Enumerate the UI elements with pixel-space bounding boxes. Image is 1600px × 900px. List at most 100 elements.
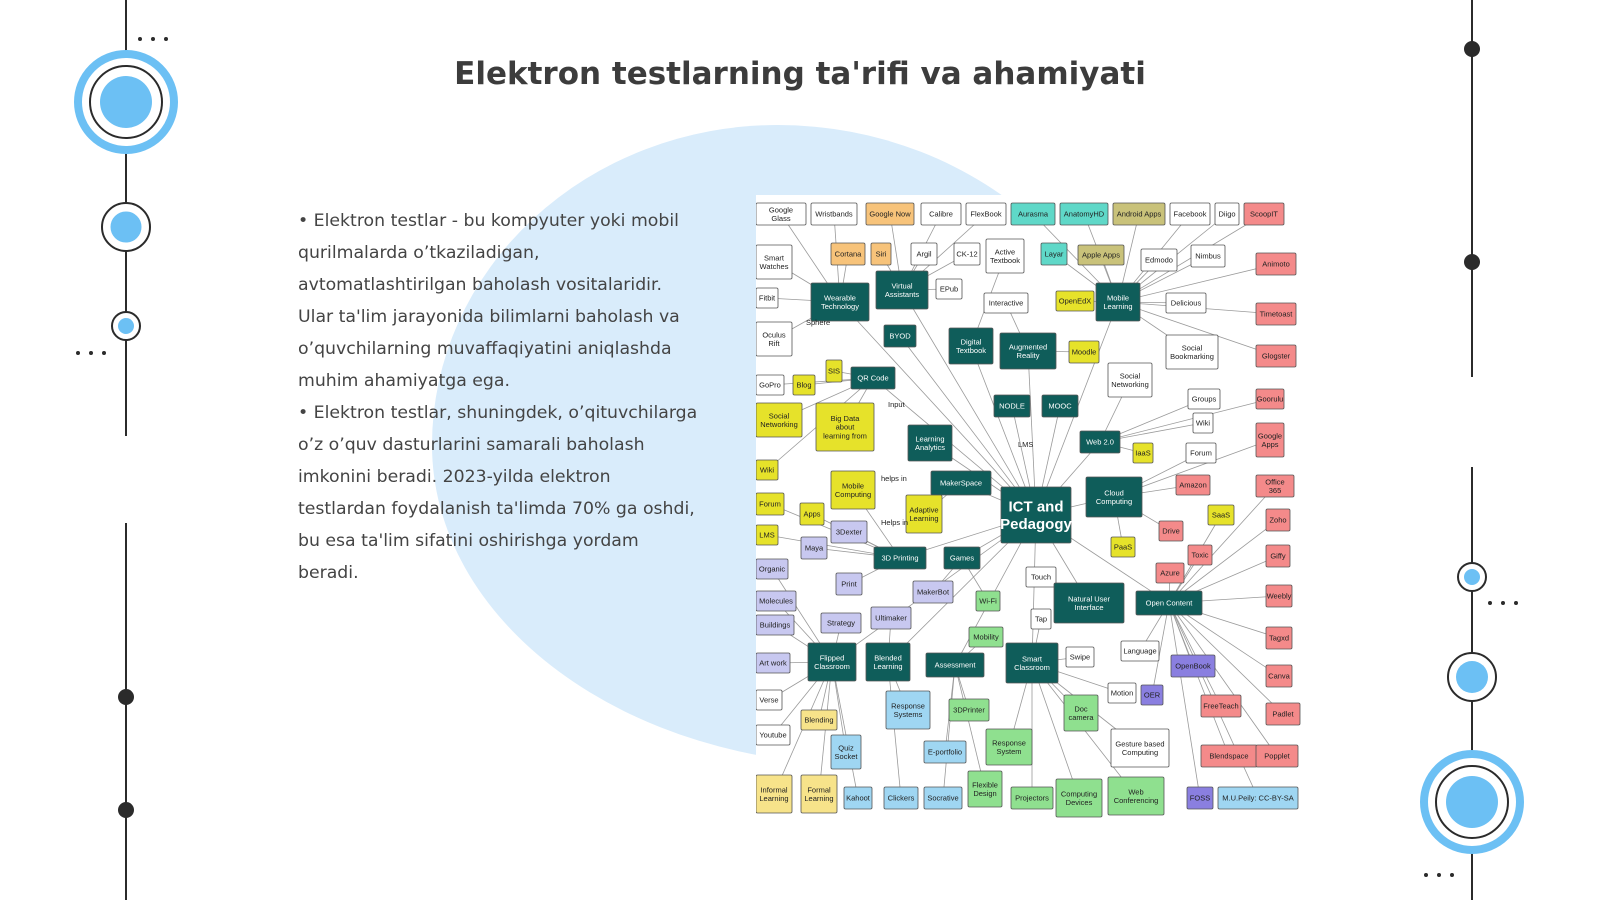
mindmap-node-label: Google Now — [869, 210, 911, 219]
mindmap-node: QR Code — [850, 366, 896, 390]
mindmap-node-label: 365 — [1269, 486, 1282, 495]
mindmap-node: Glogster — [1255, 344, 1297, 368]
mindmap-node: Blog — [792, 374, 816, 396]
mindmap-node: 3DPrinter — [948, 698, 990, 722]
mindmap-node: Goorulu — [1255, 388, 1285, 410]
mindmap-node-label: Systems — [894, 710, 923, 719]
mindmap-node-label: learning from — [823, 431, 867, 440]
mindmap-node-label: Social — [1120, 371, 1141, 380]
mindmap-node-label: Blog — [796, 381, 811, 390]
mindmap-node: Wiki — [1192, 412, 1214, 434]
mindmap-edge-label: LMS — [1018, 440, 1033, 449]
mindmap-node-label: Assessment — [935, 661, 977, 670]
mindmap-node-label: Strategy — [827, 619, 855, 628]
slide-title: Elektron testlarning ta'rifi va ahamiyat… — [454, 56, 1146, 92]
mindmap-node: Socrative — [923, 786, 963, 810]
mindmap-edge — [1168, 602, 1284, 715]
mindmap-node-label: Classroom — [1014, 663, 1050, 672]
mindmap-node-label: LMS — [759, 531, 774, 540]
mindmap-node: Verse — [755, 689, 783, 711]
mindmap-node: MakerBot — [912, 580, 954, 604]
mindmap-node-label: Gesture based — [1115, 739, 1164, 748]
mindmap-node-label: Diigo — [1218, 210, 1235, 219]
mindmap-node-label: Formal — [807, 785, 831, 794]
mindmap-node-label: Ultimaker — [875, 614, 907, 623]
mindmap-node: FlexBook — [965, 202, 1007, 226]
mindmap-node-label: Learning — [915, 434, 944, 443]
mindmap-node-label: Maya — [805, 544, 824, 553]
mindmap-node: CK-12 — [953, 242, 981, 266]
mindmap-node-label: MOOC — [1048, 402, 1072, 411]
mindmap-node: Argil — [910, 242, 938, 266]
mindmap-node: Canva — [1265, 664, 1293, 688]
mindmap-node-label: Organic — [759, 565, 786, 574]
mindmap-node-label: Wiki — [760, 466, 774, 475]
mindmap-node-label: Natural User — [1068, 594, 1111, 603]
mindmap-node-label: Goorulu — [1257, 395, 1284, 404]
mindmap-edge — [1031, 662, 1080, 799]
mindmap-node: 3D Printing — [873, 546, 927, 570]
mindmap-node: FreeTeach — [1200, 694, 1242, 718]
mindmap-node: Apps — [799, 502, 825, 526]
mindmap-node: Touch — [1025, 566, 1057, 588]
mindmap-node-label: Computing — [1061, 789, 1097, 798]
mindmap-node-label: Touch — [1031, 573, 1051, 582]
mindmap-node-label: Calibre — [929, 210, 953, 219]
mindmap-node: Facebook — [1169, 202, 1211, 226]
mindmap-node: Projectors — [1010, 786, 1054, 810]
mindmap-node-label: Watches — [760, 262, 789, 271]
mindmap-node-label: Doc — [1074, 704, 1088, 713]
mindmap-node-label: Language — [1123, 647, 1156, 656]
mindmap-node: Assessment — [925, 652, 985, 678]
slide-body: • Elektron testlar - bu kompyuter yoki m… — [298, 205, 698, 589]
mindmap-node: Drive — [1158, 520, 1184, 542]
mindmap-node-label: Devices — [1066, 798, 1093, 807]
mindmap-node-label: Textbook — [990, 256, 1020, 265]
mindmap-node: Moodle — [1068, 340, 1100, 364]
mindmap-node-label: Blendspace — [1209, 752, 1248, 761]
mindmap-node-label: Learning — [804, 794, 833, 803]
mindmap-node: Swipe — [1065, 646, 1095, 668]
mindmap-node-label: Glass — [771, 214, 790, 223]
mindmap-node: Molecules — [755, 590, 797, 612]
mindmap-node: PaaS — [1110, 536, 1136, 558]
mindmap-edge — [954, 664, 986, 790]
mindmap-node: Azure — [1155, 562, 1185, 584]
mindmap-node: SaaS — [1207, 504, 1235, 526]
mindmap-node-label: AnatomyHD — [1064, 210, 1105, 219]
mindmap-node-label: Aurasma — [1018, 210, 1049, 219]
mindmap-node-label: M.U.Peily: CC-BY-SA — [1222, 794, 1293, 803]
mindmap-node: Strategy — [820, 612, 862, 634]
mindmap-node-label: Computing — [1122, 748, 1158, 757]
mindmap-node: MakerSpace — [930, 470, 992, 496]
mindmap-node: Forum — [1185, 442, 1217, 464]
mindmap-node: Maya — [800, 536, 828, 560]
mindmap-node-label: Learning — [759, 794, 788, 803]
mindmap-spoke — [839, 301, 1037, 516]
mindmap-node-label: Wristbands — [815, 210, 853, 219]
mindmap-node-label: E-portfolio — [928, 748, 962, 757]
mindmap-edge — [831, 661, 859, 799]
mindmap-node-label: Mobile — [1107, 293, 1129, 302]
mindmap-node-label: FlexBook — [970, 210, 1002, 219]
mindmap-node: Blending — [800, 709, 838, 731]
mindmap-node-label: Oculus — [762, 330, 786, 339]
mindmap-edge — [1168, 602, 1278, 757]
mindmap-node: OpenEdX — [1055, 290, 1095, 312]
mindmap-node-label: Tagxd — [1269, 634, 1289, 643]
